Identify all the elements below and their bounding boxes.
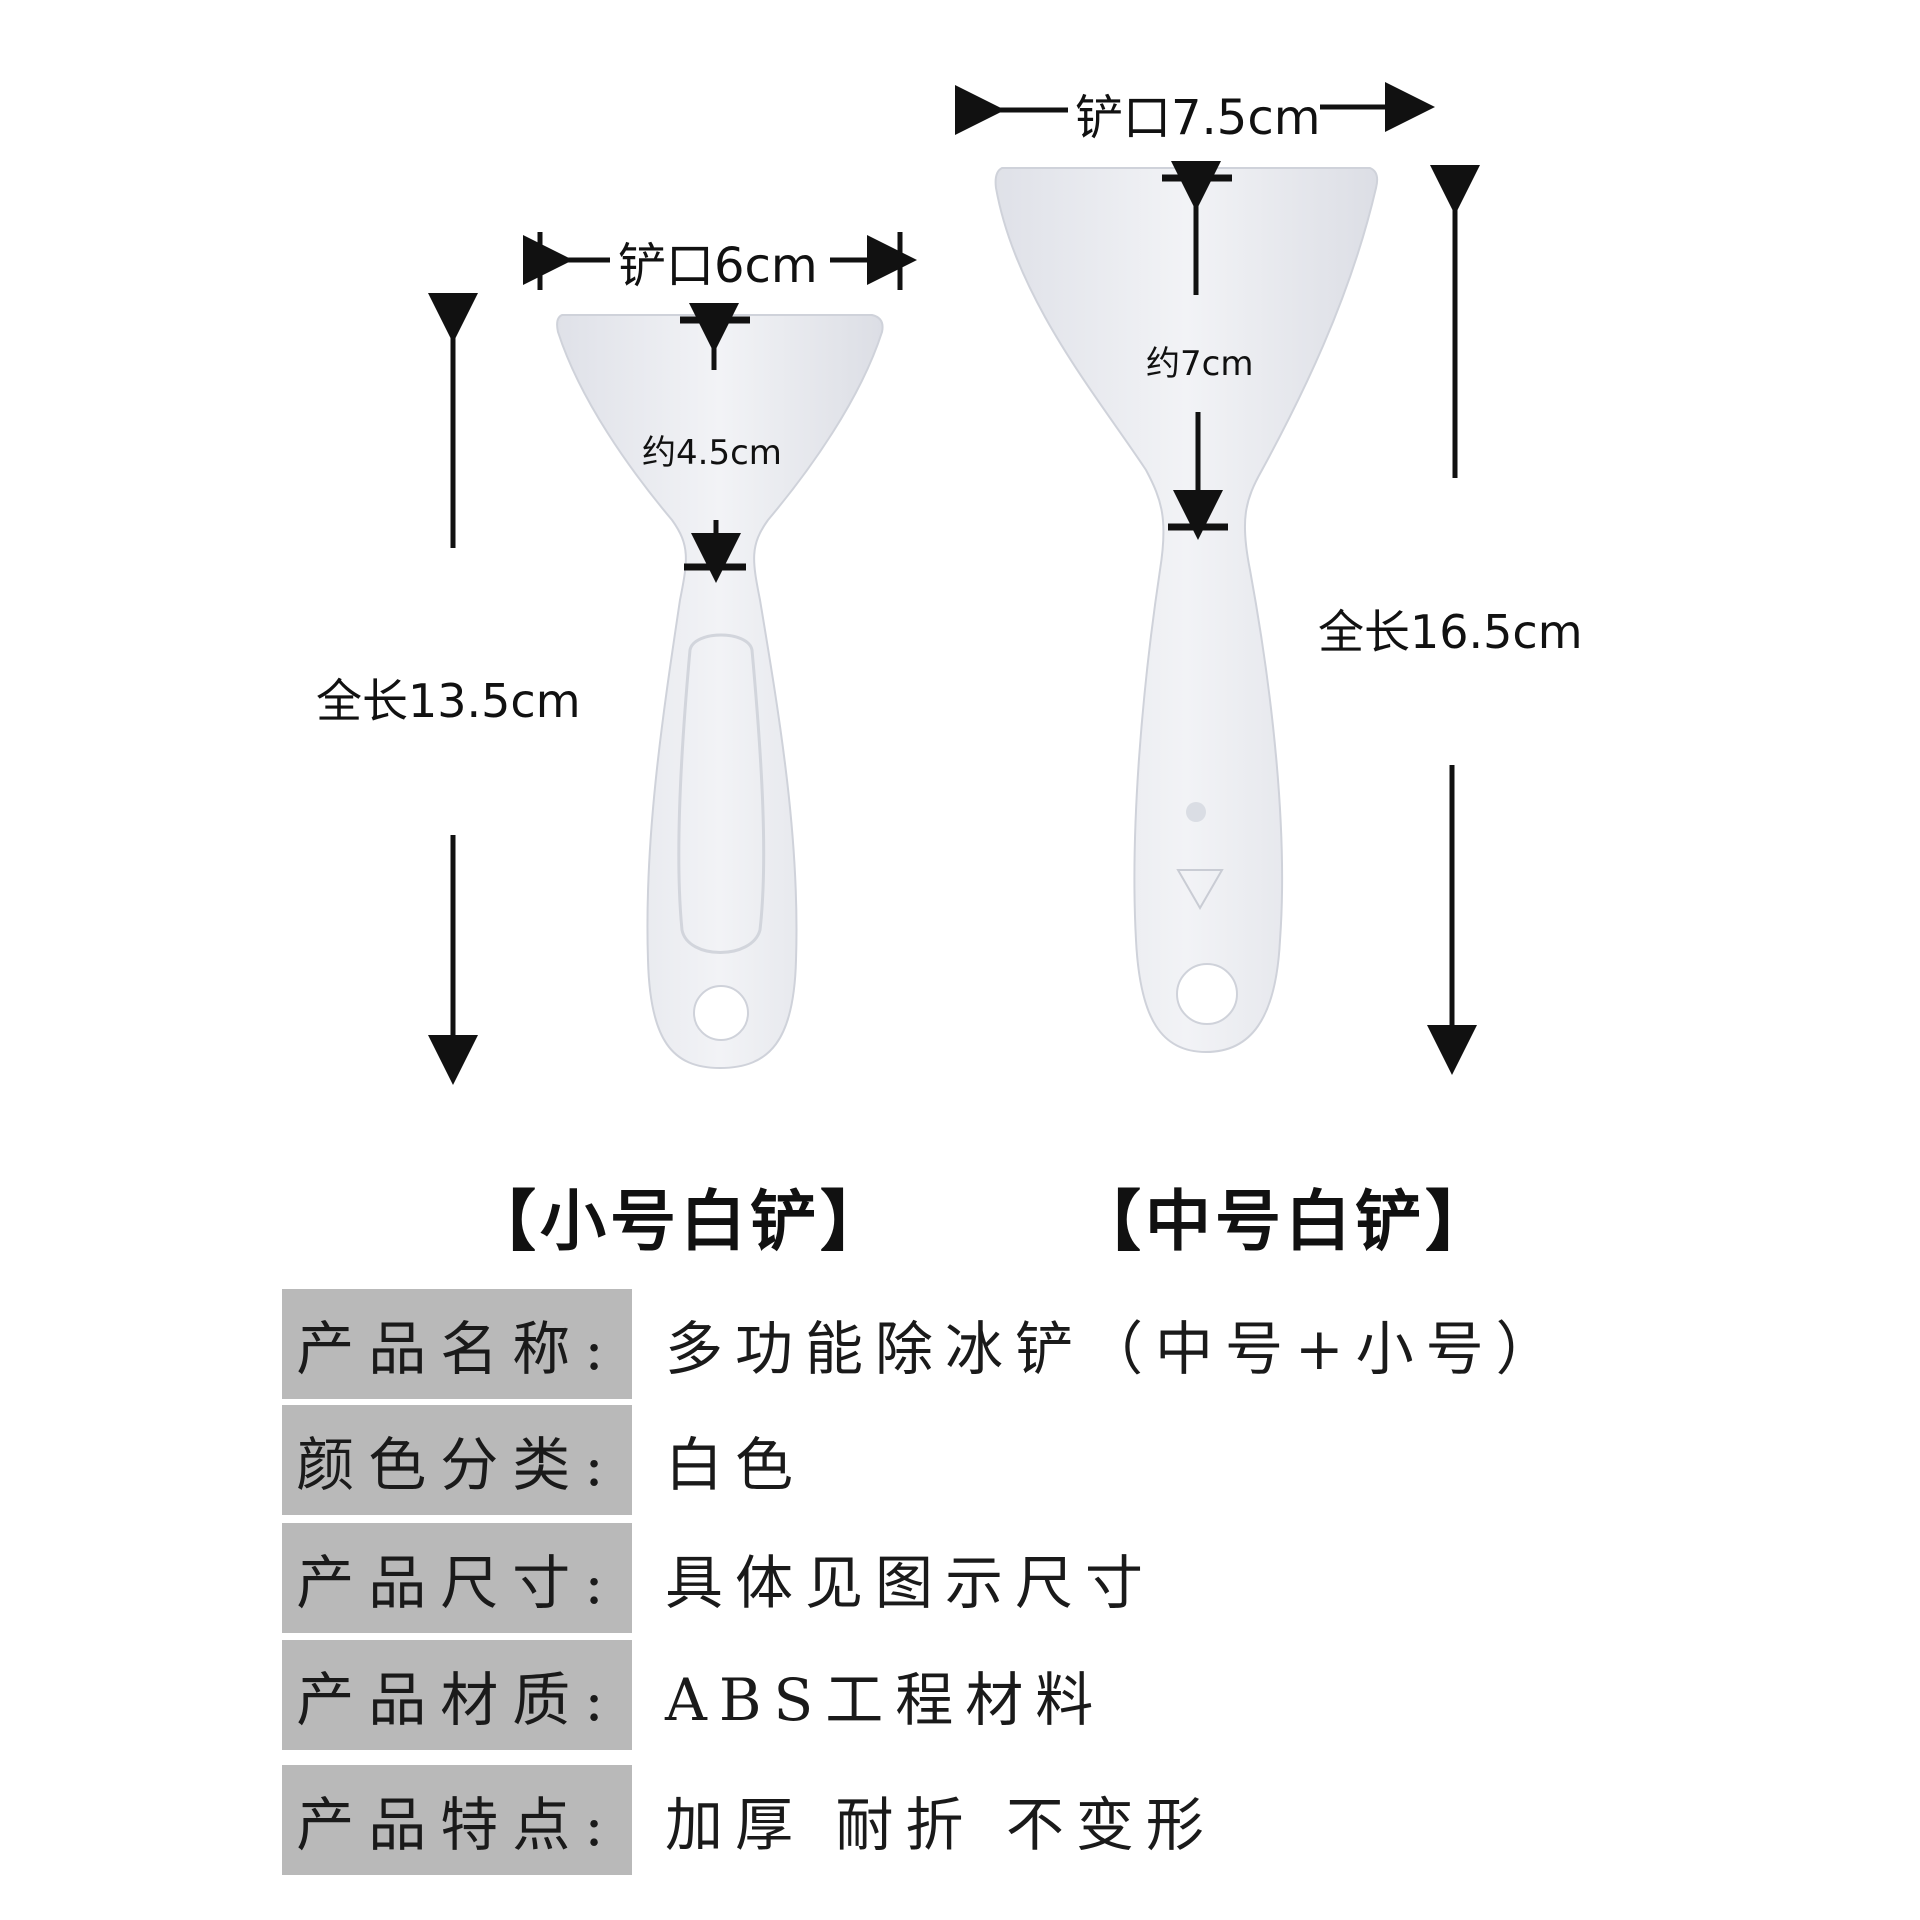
medium-dimension-lines — [955, 82, 1480, 1075]
hang-hole-icon — [693, 985, 749, 1041]
hang-hole-icon — [1176, 963, 1238, 1025]
medium-blade-width-label: 铲口7.5cm — [1075, 90, 1321, 146]
small-scraper — [556, 314, 884, 1070]
small-dimension-lines — [428, 232, 917, 1085]
medium-total-length-label: 全长16.5cm — [1318, 605, 1583, 659]
spec-value: 加厚 耐折 不变形 — [665, 1791, 1216, 1859]
small-blade-width-label: 铲口6cm — [618, 238, 818, 294]
recycle-mark-icon — [1186, 802, 1206, 822]
spec-key: 产品特点: — [282, 1765, 632, 1875]
small-total-length-label: 全长13.5cm — [316, 674, 581, 728]
spec-key: 产品尺寸: — [282, 1523, 632, 1633]
recycle-triangle-icon — [1176, 869, 1224, 910]
medium-scraper — [994, 167, 1379, 1054]
spec-value: 多功能除冰铲（中号+小号） — [665, 1315, 1566, 1383]
spec-value: ABS工程材料 — [665, 1666, 1106, 1734]
small-scraper-title: 【小号白铲】 — [470, 1183, 890, 1260]
spec-key: 颜色分类: — [282, 1405, 632, 1515]
product-illustration — [428, 82, 1480, 1085]
small-blade-height-label: 约4.5cm — [642, 433, 782, 473]
spec-value: 具体见图示尺寸 — [665, 1549, 1156, 1617]
medium-scraper-title: 【中号白铲】 — [1075, 1183, 1495, 1260]
medium-blade-height-label: 约7cm — [1146, 344, 1254, 384]
spec-value: 白色 — [665, 1431, 806, 1499]
spec-key: 产品名称: — [282, 1289, 632, 1399]
spec-key: 产品材质: — [282, 1640, 632, 1750]
